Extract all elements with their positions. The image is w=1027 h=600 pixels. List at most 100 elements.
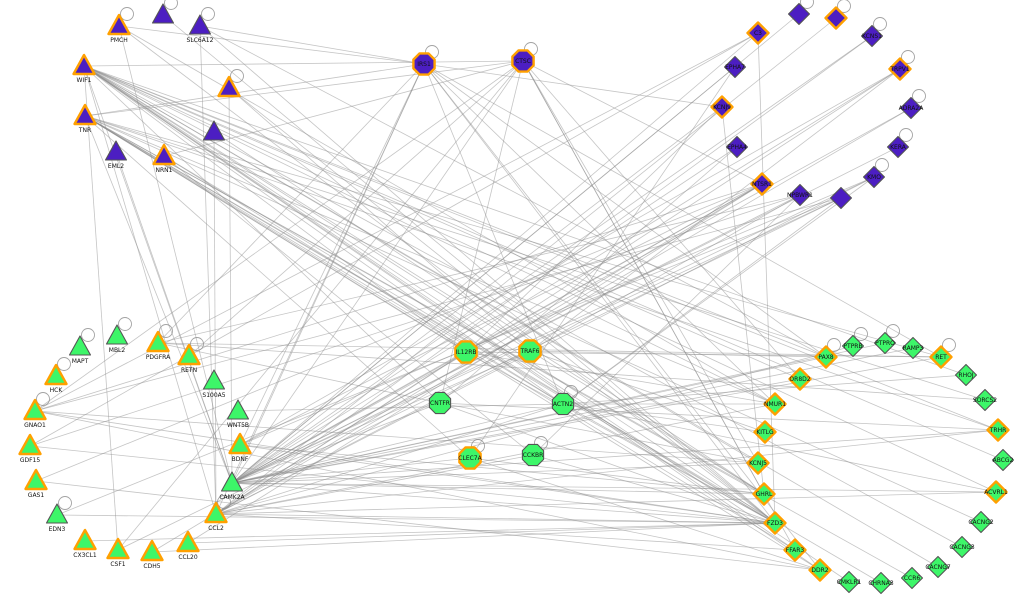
node-fzd3[interactable] xyxy=(763,511,787,535)
edge xyxy=(83,65,999,431)
node-pt9[interactable] xyxy=(202,120,226,141)
node-npbwr1[interactable] xyxy=(788,183,812,207)
node-pd13[interactable] xyxy=(829,186,853,210)
node-ghrl[interactable] xyxy=(752,482,776,506)
edge xyxy=(84,115,882,584)
node-hck[interactable] xyxy=(44,363,68,386)
node-kcnj9[interactable] xyxy=(710,95,734,119)
node-retn[interactable] xyxy=(177,343,201,366)
edge xyxy=(29,194,801,447)
node-or8d2[interactable] xyxy=(788,367,812,391)
node-trhr[interactable] xyxy=(986,418,1010,442)
node-pax8[interactable] xyxy=(814,345,838,369)
node-adra2a[interactable] xyxy=(899,96,923,120)
node-camk2a[interactable] xyxy=(220,471,244,492)
node-wnt5b[interactable] xyxy=(226,399,250,420)
node-cx3cl1[interactable] xyxy=(73,528,97,551)
node-actn2[interactable] xyxy=(551,392,575,416)
node-pd2[interactable] xyxy=(787,2,811,26)
edge xyxy=(423,63,776,524)
edge xyxy=(239,444,765,495)
node-ptpro[interactable] xyxy=(873,331,897,355)
node-mapt[interactable] xyxy=(68,335,92,356)
node-wif1[interactable] xyxy=(72,53,96,76)
node-pd3[interactable] xyxy=(824,6,848,30)
edge xyxy=(231,66,736,484)
edge xyxy=(84,115,776,405)
node-ramp3[interactable] xyxy=(901,336,925,360)
node-gdf15[interactable] xyxy=(18,433,42,456)
node-kcnj5[interactable] xyxy=(746,451,770,475)
edge xyxy=(83,65,467,353)
edge xyxy=(163,155,534,456)
node-pdgfra[interactable] xyxy=(146,330,170,353)
node-cmklr1[interactable] xyxy=(837,570,861,594)
node-il12rb[interactable] xyxy=(454,340,478,364)
node-mbl2[interactable] xyxy=(105,324,129,345)
node-bdnf[interactable] xyxy=(228,432,252,455)
node-eml2[interactable] xyxy=(104,140,128,161)
node-traf6[interactable] xyxy=(518,339,542,363)
self-loop xyxy=(854,327,868,341)
node-ccl20[interactable] xyxy=(176,530,200,553)
node-label: PDGFRA xyxy=(146,354,171,361)
node-cdh5[interactable] xyxy=(140,539,164,562)
self-loop xyxy=(230,69,244,83)
node-cckbr[interactable] xyxy=(521,443,545,467)
node-kmo[interactable] xyxy=(862,165,886,189)
node-kcns1[interactable] xyxy=(860,24,884,48)
node-pmch[interactable] xyxy=(107,13,131,36)
node-csf1[interactable] xyxy=(106,537,130,560)
edge xyxy=(199,25,217,515)
node-edn3[interactable] xyxy=(45,503,69,524)
node-ddr2[interactable] xyxy=(808,558,832,582)
node-kera[interactable] xyxy=(886,135,910,159)
node-acvrl1[interactable] xyxy=(984,480,1008,504)
node-kitlg[interactable] xyxy=(753,420,777,444)
node-gnao1[interactable] xyxy=(23,398,47,421)
node-ptprb[interactable] xyxy=(841,334,865,358)
node-cacng3[interactable] xyxy=(950,535,974,559)
node-label: S100A5 xyxy=(202,392,225,399)
node-cacng2[interactable] xyxy=(969,510,993,534)
node-slc6a12[interactable] xyxy=(188,14,212,35)
node-trpv1[interactable] xyxy=(888,57,912,81)
node-c3[interactable] xyxy=(746,21,770,45)
node-nmur1[interactable] xyxy=(763,392,787,416)
node-rhoj[interactable] xyxy=(954,363,978,387)
node-clec7a[interactable] xyxy=(458,446,482,470)
edge xyxy=(29,32,759,447)
node-ccr6[interactable] xyxy=(900,566,924,590)
node-ntsr1[interactable] xyxy=(750,172,774,196)
node-ccl2[interactable] xyxy=(204,501,228,524)
edge xyxy=(83,65,827,358)
node-nrn1[interactable] xyxy=(152,143,176,166)
node-gas1[interactable] xyxy=(24,468,48,491)
node-pt2[interactable] xyxy=(151,3,175,24)
edge xyxy=(529,68,901,352)
node-epha4[interactable] xyxy=(725,135,749,159)
node-ctsc[interactable] xyxy=(511,49,535,73)
self-loop xyxy=(901,50,915,64)
node-pt5[interactable] xyxy=(217,75,241,98)
edge xyxy=(237,403,564,412)
node-ffar3[interactable] xyxy=(783,538,807,562)
node-s100a5[interactable] xyxy=(202,369,226,390)
self-loop xyxy=(875,158,889,172)
node-epha7[interactable] xyxy=(723,55,747,79)
edge xyxy=(157,63,425,344)
node-abcg2[interactable] xyxy=(991,448,1015,472)
edge xyxy=(231,60,524,484)
node-cntfr[interactable] xyxy=(428,391,452,415)
node-sorcs2[interactable] xyxy=(973,388,997,412)
edge xyxy=(115,151,233,484)
node-chrna3[interactable] xyxy=(869,571,893,595)
node-label: CSF1 xyxy=(110,561,125,568)
edge xyxy=(84,115,913,579)
node-ret[interactable] xyxy=(929,345,953,369)
node-cacng7[interactable] xyxy=(926,555,950,579)
node-irs1[interactable] xyxy=(412,52,436,76)
node-tnr[interactable] xyxy=(73,103,97,126)
